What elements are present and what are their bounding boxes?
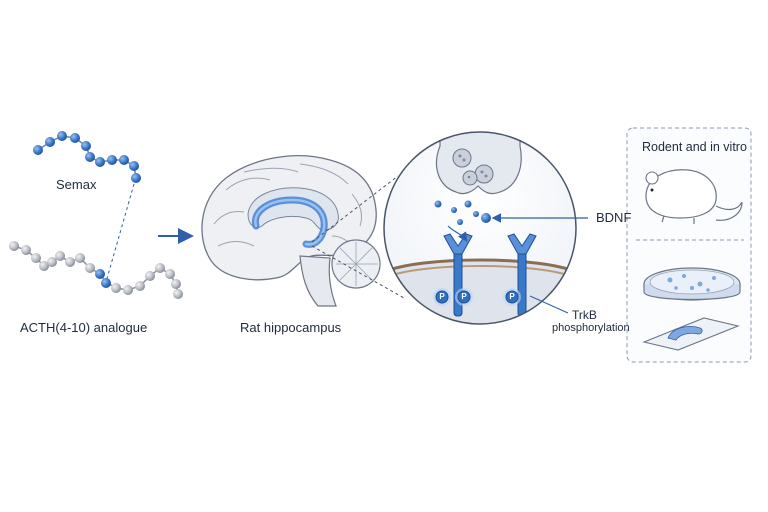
semax-label: Semax [56,177,97,192]
acth-label: ACTH(4-10) analogue [20,320,148,335]
trkb-label: TrkB [572,308,597,322]
semax-peptide-chain [33,131,141,183]
trkb-pointer-line [529,295,569,314]
hippocampus-label: Rat hippocampus [240,320,342,335]
peptide-link-line [105,183,135,283]
tissue-slide-icon [642,317,740,351]
bdnf-binding-arrow [447,225,468,242]
synapse-zoom-circle [383,131,577,325]
rat-icon [645,169,743,224]
phospho-mark-1: P [439,292,445,301]
bdnf-label: BDNF [596,210,632,225]
bdnf-molecules [434,200,491,225]
petri-dish-icon [643,267,741,301]
phosphorylation-label: phosphorylation [552,322,630,334]
phospho-mark-3: P [509,292,515,301]
acth-peptide-chain [9,241,183,299]
trkb-receptor-2 [507,233,537,317]
models-panel-title: Rodent and in vitro [642,140,747,154]
brain-illustration [201,155,381,307]
zoom-line-top [311,175,399,243]
phospho-mark-2: P [461,292,467,301]
models-panel [626,127,752,363]
